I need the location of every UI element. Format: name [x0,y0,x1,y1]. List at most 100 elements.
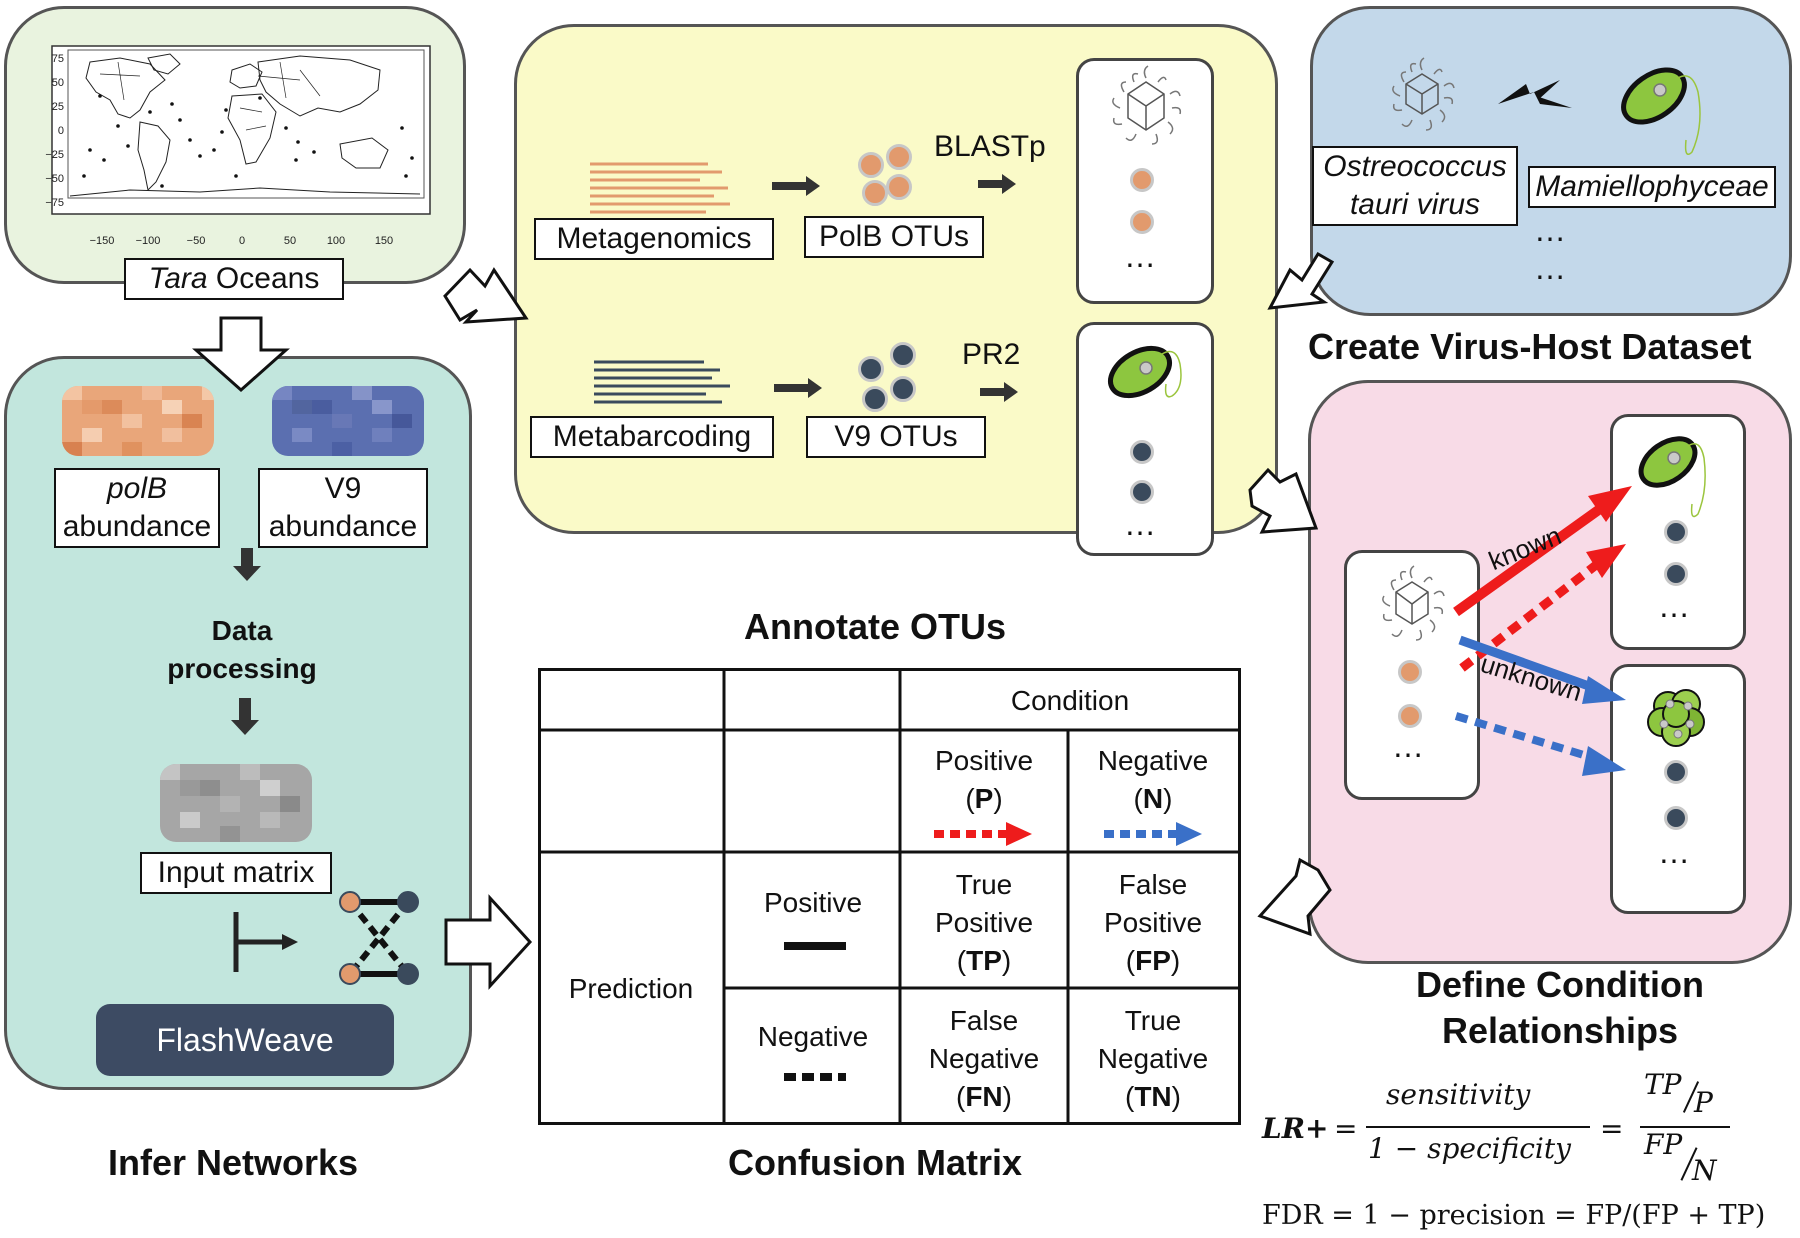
metagenomics-reads [590,162,730,214]
v9-abundance-line2: abundance [268,510,418,543]
confusion-matrix-grid [538,668,1241,1125]
arrow-annotate-to-define [1248,467,1319,534]
annotate-otus-title: Annotate OTUs [744,606,1007,647]
condition-positive-header: Positive (P) [900,742,1068,818]
virus-icon [1392,57,1455,131]
x-tick-m150: −150 [90,235,115,247]
y-tick-m75: −75 [45,197,64,209]
metagenomics-label: Metagenomics [534,218,774,260]
data-processing-label: Data processing [150,612,334,688]
fp-term: FP [1644,1128,1683,1161]
ostreococcus-virus-label: Ostreococcus tauri virus [1312,146,1518,226]
pr2-label: PR2 [962,338,1021,371]
x-tick-m100: −100 [136,235,161,247]
virus-card-dot [1130,168,1154,192]
arrow-metagenomics-to-polb [772,176,820,196]
n-term: N [1692,1154,1717,1187]
polb-otu-dot [886,174,912,200]
arrow-tara-to-annotate [443,267,529,324]
source-virus-dot [1398,704,1422,728]
host-card-ellipsis: … [1124,506,1159,542]
arrow-tara-to-infer [192,316,290,393]
known-host-ellipsis: … [1658,588,1693,624]
polb-otu-dot [858,152,884,178]
lightning-icon [1498,80,1572,108]
v9-otus-label: V9 OTUs [806,416,986,458]
virus-name-line1: Ostreococcus [1323,150,1507,183]
red-dashed-arrow-icon [934,822,1032,846]
inhibition-arrow-icon [233,912,298,972]
arrow-infer-to-confusion [444,894,533,990]
input-matrix-label: Input matrix [140,852,332,894]
lr-plus-formula: LR+ = sensitivity 1 − specificity = TP P… [1262,1068,1782,1187]
world-map: 75 50 25 0 −25 −50 −75 −150 −100 −50 0 5… [45,45,431,247]
define-title-line1: Define Condition [1416,964,1704,1005]
virus-host-ellipsis: … [1534,250,1569,286]
dashed-line-icon [784,1073,846,1081]
cond-neg-line1: Negative [1097,745,1209,776]
fraction-bar [1640,1126,1730,1128]
infer-networks-title: Infer Networks [108,1142,359,1183]
polb-abundance-line1: polB [106,472,168,505]
define-condition-title: Define Condition Relationships [1390,962,1730,1054]
virus-icon [1112,65,1182,145]
y-tick-m50: −50 [45,173,64,185]
virus-card-ellipsis: … [1124,238,1159,274]
condition-negative-header: Negative (N) [1068,742,1238,818]
prediction-header: Prediction [568,973,694,1004]
polb-otu-dot [862,180,888,206]
processing-line2: processing [167,653,317,684]
arrow-virus-to-annotate [1267,251,1335,310]
tp-term: TP [1644,1068,1682,1101]
polb-abundance-label: polB abundance [54,468,220,548]
x-tick-m50: −50 [187,235,206,247]
define-title-line2: Relationships [1441,1010,1679,1051]
source-virus-dot [1398,660,1422,684]
specificity-term: 1 − specificity [1368,1132,1571,1165]
polb-heatmap [62,386,214,456]
cond-pos-line1: Positive [934,745,1034,776]
v9-otu-dot [890,376,916,402]
source-virus-ellipsis: … [1392,728,1427,764]
blue-dashed-arrow-icon [1104,822,1202,846]
arrow-blastp [978,174,1016,194]
processing-line1: Data [211,615,273,646]
v9-heatmap [272,386,424,456]
cond-neg-line2: (N) [1133,783,1173,814]
fraction-bar [1366,1126,1590,1128]
host-card-dot [1130,480,1154,504]
y-tick-0: 0 [58,125,64,137]
arrow-metabarcoding-to-v9 [774,378,822,398]
down-arrow [233,548,261,581]
x-tick-0: 0 [239,235,245,247]
down-arrow [231,698,259,735]
lr-lhs: LR+ [1262,1112,1329,1145]
p-term: P [1694,1086,1713,1119]
x-tick-100: 100 [327,235,345,247]
confusion-matrix-title: Confusion Matrix [728,1142,1022,1183]
condition-header: Condition [1010,685,1130,716]
virus-host-ellipsis: … [1534,212,1569,248]
input-matrix-heatmap [160,764,312,842]
network-icon [339,891,419,985]
host-card-dot [1130,440,1154,464]
tara-italic: Tara [148,262,208,295]
y-tick-50: 50 [52,77,64,89]
x-tick-50: 50 [284,235,296,247]
blastp-label: BLASTp [934,130,1046,163]
prediction-negative-header: Negative [757,1021,869,1052]
v9-abundance-label: V9 abundance [258,468,428,548]
unknown-host-dot [1664,806,1688,830]
x-tick-150: 150 [375,235,393,247]
virus-name-line2: tauri virus [1349,188,1481,221]
arrow-define-to-confusion [1257,857,1332,937]
v9-otu-dot [862,386,888,412]
unknown-host-ellipsis: … [1658,834,1693,870]
prediction-positive-header: Positive [763,887,863,918]
green-algae-cluster-icon [1647,689,1705,747]
